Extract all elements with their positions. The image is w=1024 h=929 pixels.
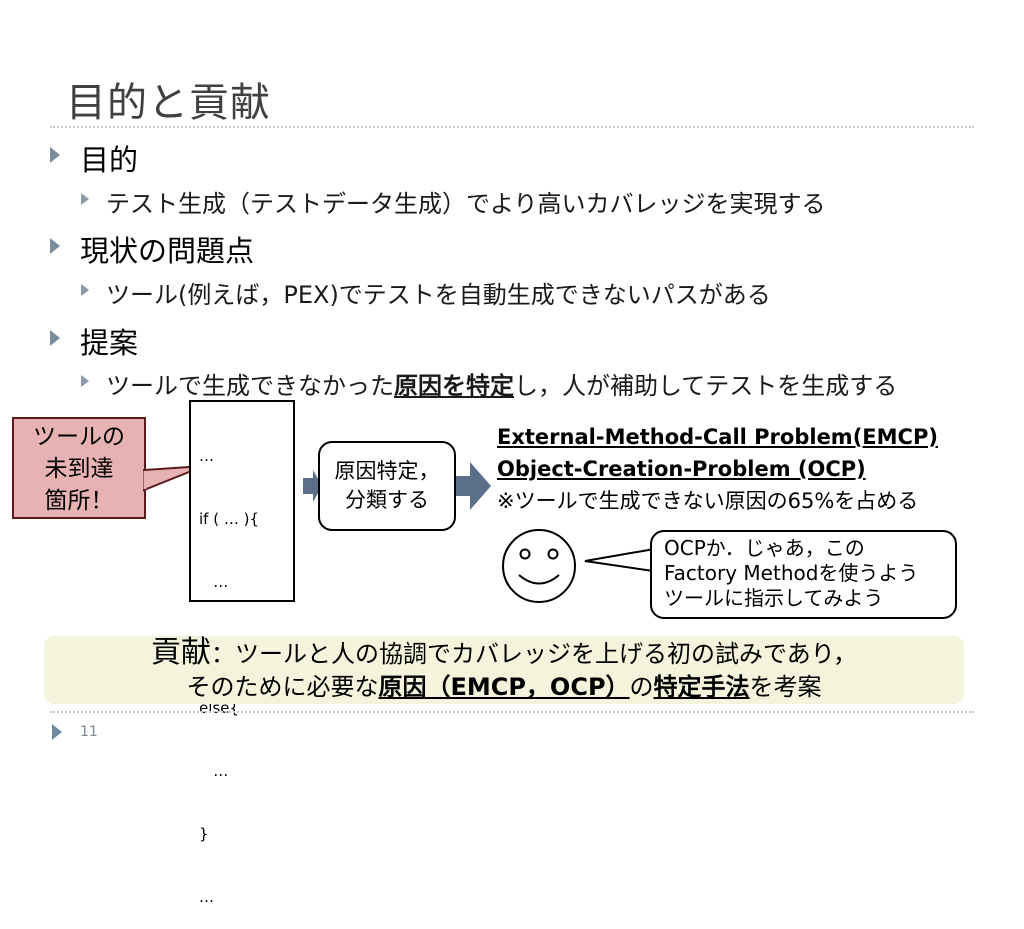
contribution-text-2-post: を考案: [749, 673, 822, 701]
unreached-callout: ツールの 未到達 箇所！: [12, 417, 146, 519]
contribution-text-2-mid: の: [629, 673, 654, 701]
process-line: 分類する: [345, 488, 429, 512]
contribution-label: 貢献: [150, 635, 211, 670]
process-line: 原因特定，: [334, 459, 440, 483]
slide-title: 目的と貢献: [66, 80, 271, 126]
bullet-sub-problem: ツール(例えば，PEX)でテストを自動生成できないパスがある: [106, 281, 771, 309]
code-line: …: [199, 573, 229, 591]
proposal-text-pre: ツールで生成できなかった: [106, 372, 394, 400]
code-line: …: [199, 762, 229, 780]
bullet-arrow-icon: [50, 147, 60, 163]
code-snippet: … if ( … ){ … } else{ … } …: [189, 400, 295, 906]
sub-bullet-arrow-icon: [81, 375, 89, 387]
speech-line: OCPか．じゃあ，この: [664, 536, 865, 560]
problem-note: ※ツールで生成できない原因の65%を占める: [497, 489, 919, 513]
callout-line: 箇所！: [44, 488, 114, 514]
bullet-arrow-icon: [50, 238, 60, 254]
callout-line: ツールの: [33, 424, 125, 450]
speech-bubble: OCPか．じゃあ，この Factory Methodを使うよう ツールに指示して…: [650, 530, 957, 619]
speech-tail: [584, 546, 661, 574]
sub-bullet-arrow-icon: [81, 284, 89, 296]
problem-ocp: Object-Creation-Problem (OCP): [497, 457, 866, 481]
footer-arrow-icon: [52, 724, 62, 740]
contribution-emphasis-method: 特定手法: [653, 673, 750, 701]
problem-categories: External-Method-Call Problem(EMCP) Objec…: [497, 421, 938, 517]
arrow-right-icon: [303, 470, 322, 502]
classify-process-box: 原因特定， 分類する: [318, 441, 456, 531]
code-line: …: [199, 447, 214, 465]
contribution-box: 貢献：ツールと人の協調でカバレッジを上げる初の試みであり， そのために必要な原因…: [44, 636, 964, 704]
contribution-emphasis-cause: 原因（EMCP，OCP）: [378, 673, 630, 701]
footer-divider: [50, 711, 974, 713]
code-line: if ( … ){: [199, 510, 259, 528]
highlight-overlay: [207, 461, 278, 483]
contribution-text-2-pre: そのために必要な: [186, 673, 379, 701]
proposal-emphasis: 原因を特定: [394, 372, 514, 400]
contribution-line-2: そのために必要な原因（EMCP，OCP）の特定手法を考案: [44, 671, 964, 704]
page-number: 11: [80, 724, 98, 740]
bullet-heading-problem: 現状の問題点: [80, 234, 255, 268]
speech-line: ツールに指示してみよう: [664, 586, 884, 610]
bullet-arrow-icon: [50, 330, 60, 346]
contribution-text-1: ：ツールと人の協調でカバレッジを上げる初の試みであり，: [210, 640, 858, 668]
smiley-face-icon: [502, 529, 576, 603]
problem-emcp: External-Method-Call Problem(EMCP): [497, 425, 938, 449]
code-line: …: [199, 888, 214, 906]
bullet-sub-purpose: テスト生成（テストデータ生成）でより高いカバレッジを実現する: [106, 190, 826, 218]
callout-line: 未到達: [44, 456, 114, 482]
proposal-text-post: し，人が補助してテストを生成する: [514, 372, 898, 400]
contribution-line-1: 貢献：ツールと人の協調でカバレッジを上げる初の試みであり，: [44, 636, 964, 671]
bullet-heading-purpose: 目的: [80, 143, 139, 177]
sub-bullet-arrow-icon: [81, 193, 89, 205]
title-divider: [50, 126, 974, 128]
code-line: }: [199, 825, 209, 843]
bullet-heading-proposal: 提案: [80, 326, 139, 360]
bullet-sub-proposal: ツールで生成できなかった原因を特定し，人が補助してテストを生成する: [106, 366, 897, 401]
arrow-right-icon: [456, 462, 491, 510]
speech-line: Factory Methodを使うよう: [664, 561, 919, 585]
diagram-connectors: [143, 462, 661, 603]
